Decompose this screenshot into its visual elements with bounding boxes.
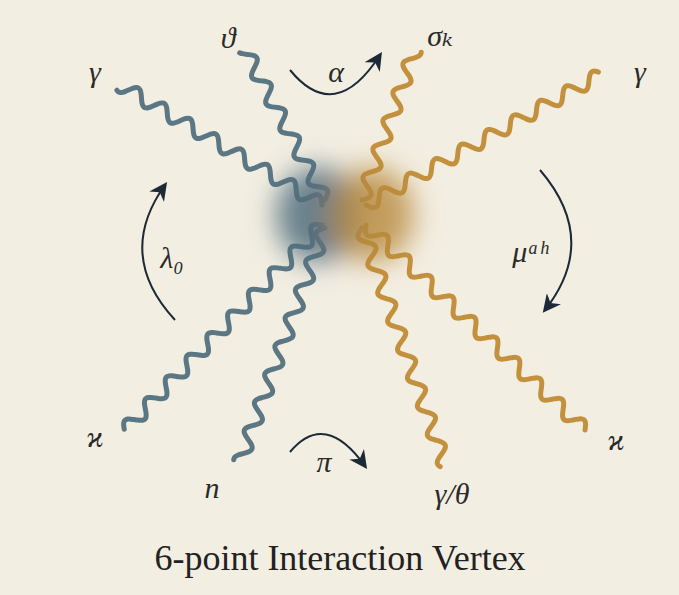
particle-label: ϰ: [608, 425, 625, 455]
caption: 6-point Interaction Vertex: [154, 540, 525, 576]
particle-label: σₖ: [427, 21, 453, 51]
wavy-line: [358, 228, 446, 467]
particle-label: n: [205, 473, 220, 503]
particle-label: π: [316, 447, 331, 477]
particle-label: μᵃʰ: [512, 237, 548, 267]
particle-label: ϑ: [221, 23, 236, 53]
particle-label: γ: [89, 57, 101, 87]
curved-arrow: [290, 55, 380, 94]
particle-label: γ/θ: [435, 479, 470, 509]
wavy-line: [234, 228, 325, 460]
particle-label: λ₀: [160, 243, 183, 273]
particle-label: ϰ: [87, 422, 104, 452]
vertex-blob: [276, 167, 414, 263]
particle-label: α: [328, 57, 344, 87]
particle-label: γ: [634, 57, 646, 87]
